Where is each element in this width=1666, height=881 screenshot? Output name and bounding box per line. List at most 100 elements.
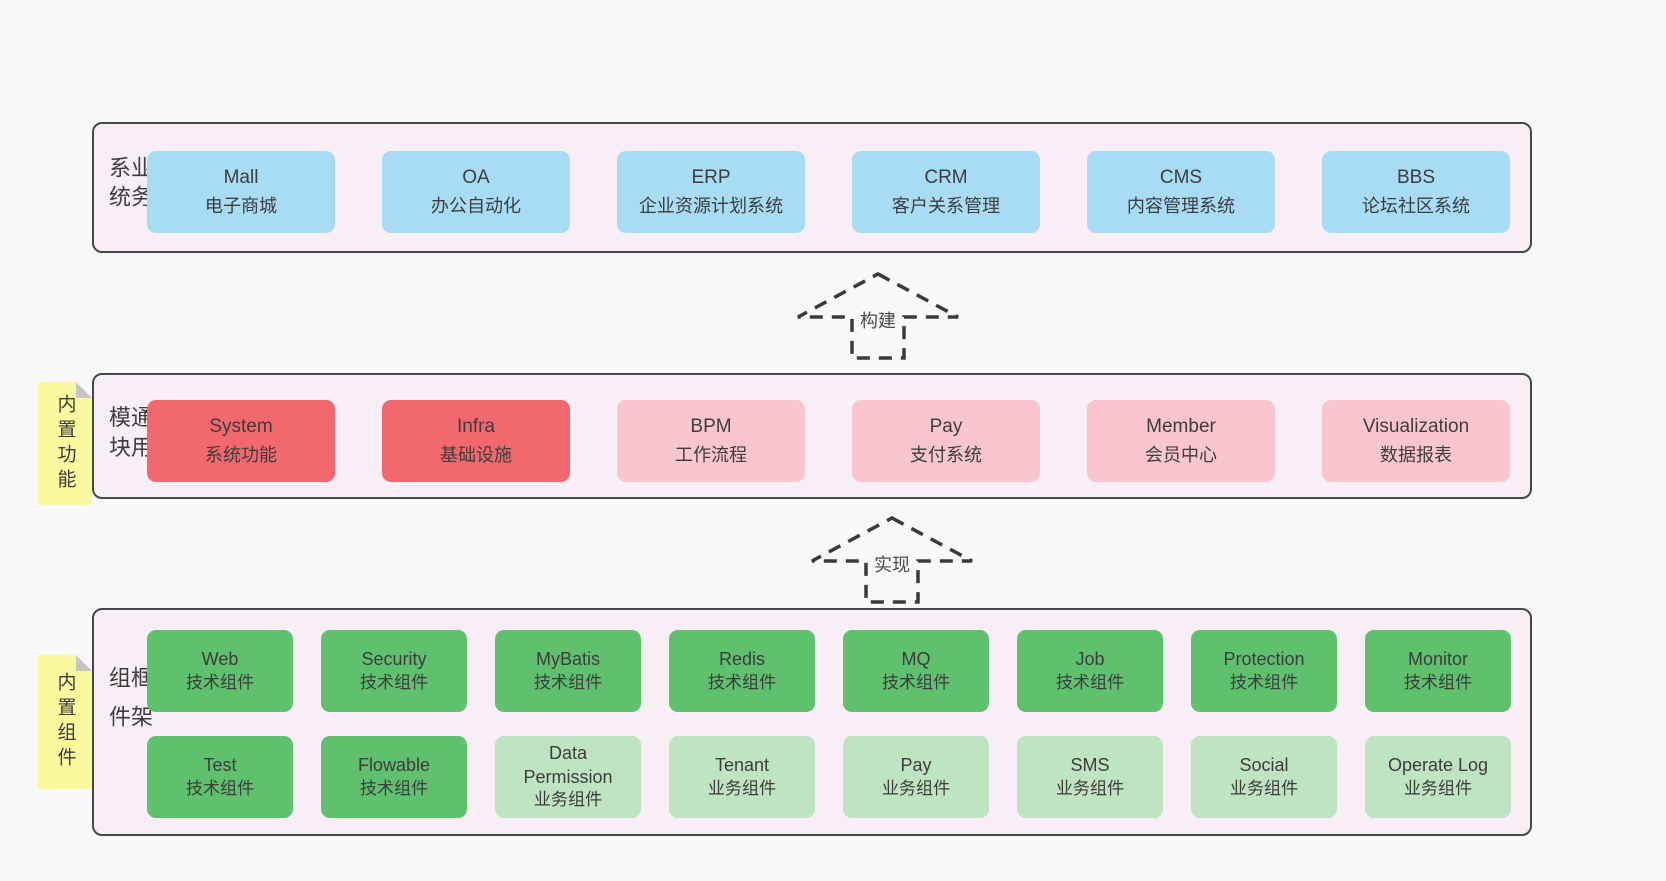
panel-label: 通用模块 (106, 405, 153, 466)
box-subtitle: 技术组件 (1229, 672, 1299, 692)
box-job: Job 技术组件 (1017, 630, 1163, 712)
box-title: CMS (1159, 167, 1203, 189)
box-title: Protection (1223, 648, 1305, 669)
box-protection: Protection 技术组件 (1191, 630, 1337, 712)
box-subtitle: 技术组件 (185, 672, 255, 692)
box-crm: CRM 客户关系管理 (852, 151, 1040, 233)
box-subtitle: 业务组件 (1055, 778, 1125, 798)
box-title: Job (1075, 648, 1105, 669)
arrow-label: 实现 (870, 551, 914, 577)
box-title: BPM (690, 416, 732, 438)
box-subtitle: 支付系统 (909, 444, 983, 465)
box-mybatis: MyBatis 技术组件 (495, 630, 641, 712)
box-subtitle: 技术组件 (359, 672, 429, 692)
box-title: Pay (900, 754, 932, 775)
box-subtitle: 业务组件 (1229, 778, 1299, 798)
box-subtitle: 系统功能 (204, 444, 278, 465)
box-web: Web 技术组件 (147, 630, 293, 712)
box-subtitle: 技术组件 (533, 672, 603, 692)
box-title: MyBatis (535, 648, 600, 669)
arrow-build-up: 构建 (790, 270, 966, 362)
box-subtitle: 技术组件 (1403, 672, 1473, 692)
note-label: 内置组件 (54, 672, 76, 772)
box-data-permission: Data Permission 业务组件 (495, 736, 641, 818)
box-flowable: Flowable 技术组件 (321, 736, 467, 818)
box-subtitle: 客户关系管理 (891, 195, 1001, 216)
box-subtitle: 论坛社区系统 (1361, 195, 1471, 216)
box-security: Security 技术组件 (321, 630, 467, 712)
box-subtitle: 基础设施 (439, 444, 513, 465)
box-system: System 系统功能 (147, 400, 335, 482)
box-visualization: Visualization 数据报表 (1322, 400, 1510, 482)
box-title: Security (361, 648, 427, 669)
box-title: Flowable (357, 754, 431, 775)
dashed-up-arrow-icon (797, 272, 959, 360)
box-title: SMS (1070, 754, 1110, 775)
note-built-in-components: 内置组件 (38, 655, 92, 789)
box-title: Pay (929, 416, 963, 438)
box-subtitle: 办公自动化 (430, 195, 522, 216)
box-subtitle: 业务组件 (1403, 778, 1473, 798)
box-title: Social (1239, 754, 1289, 775)
box-bbs: BBS 论坛社区系统 (1322, 151, 1510, 233)
box-title: Operate Log (1387, 754, 1489, 775)
box-subtitle: 数据报表 (1379, 444, 1453, 465)
box-monitor: Monitor 技术组件 (1365, 630, 1511, 712)
box-mall: Mall 电子商城 (147, 151, 335, 233)
box-title: Web (201, 648, 239, 669)
box-subtitle: 业务组件 (707, 778, 777, 798)
panel-label: 框架组件 (106, 666, 153, 744)
box-redis: Redis 技术组件 (669, 630, 815, 712)
arrow-label: 构建 (856, 307, 900, 333)
box-subtitle: 企业资源计划系统 (638, 195, 784, 216)
box-pay: Pay 支付系统 (852, 400, 1040, 482)
box-title: System (209, 416, 273, 438)
box-title: Redis (718, 648, 766, 669)
box-title: BBS (1396, 167, 1436, 189)
box-subtitle: 会员中心 (1144, 444, 1218, 465)
note-built-in-functions: 内置功能 (38, 382, 92, 505)
box-operate-log: Operate Log 业务组件 (1365, 736, 1511, 818)
box-subtitle: 业务组件 (881, 778, 951, 798)
box-member: Member 会员中心 (1087, 400, 1275, 482)
box-title: Mall (223, 167, 259, 189)
box-title: Data Permission (523, 742, 613, 787)
box-title: Member (1146, 416, 1216, 438)
box-title: CRM (924, 167, 968, 189)
box-title: Visualization (1362, 416, 1470, 438)
arrow-implement-up: 实现 (804, 514, 980, 606)
box-row: System 系统功能 Infra 基础设施 BPM 工作流程 Pay 支付系统 Member 会… (147, 400, 1510, 482)
box-subtitle: 业务组件 (533, 790, 603, 810)
box-subtitle: 技术组件 (185, 778, 255, 798)
panel-business-systems: 业务系统 Mall 电子商城 OA 办公自动化 ERP 企业资源计划系统 CRM 客户关系管理… (92, 122, 1532, 253)
box-bpm: BPM 工作流程 (617, 400, 805, 482)
box-sms: SMS 业务组件 (1017, 736, 1163, 818)
box-title: OA (462, 167, 490, 189)
box-subtitle: 工作流程 (674, 444, 748, 465)
box-subtitle: 技术组件 (359, 778, 429, 798)
box-oa: OA 办公自动化 (382, 151, 570, 233)
box-subtitle: 电子商城 (204, 195, 278, 216)
box-erp: ERP 企业资源计划系统 (617, 151, 805, 233)
box-subtitle: 技术组件 (1055, 672, 1125, 692)
box-social: Social 业务组件 (1191, 736, 1337, 818)
box-title: Monitor (1407, 648, 1469, 669)
box-title: Infra (456, 416, 496, 438)
folded-corner-icon (76, 382, 92, 398)
box-title: MQ (901, 648, 931, 669)
box-subtitle: 技术组件 (707, 672, 777, 692)
box-title: ERP (691, 167, 731, 189)
box-pay: Pay 业务组件 (843, 736, 989, 818)
panel-common-modules: 通用模块 System 系统功能 Infra 基础设施 BPM 工作流程 Pay 支付系统 Me… (92, 373, 1532, 499)
panel-label: 业务系统 (106, 155, 153, 214)
box-infra: Infra 基础设施 (382, 400, 570, 482)
